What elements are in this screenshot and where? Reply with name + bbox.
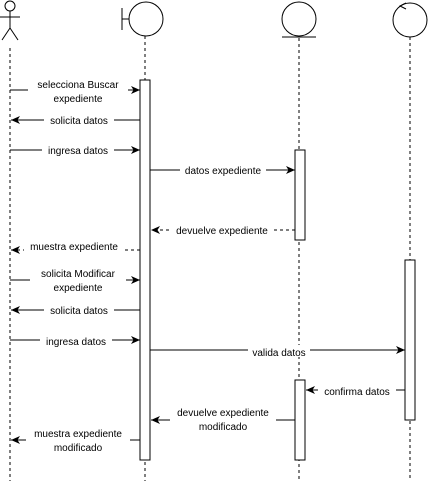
svg-text:expediente: expediente [54, 283, 103, 294]
msg-label-m12: devuelve expediente modificado [170, 405, 276, 433]
msg-label-m6: muestra expediente [24, 241, 124, 253]
control-activation [404, 259, 416, 421]
msg-label-m7: solicita Modificar expediente [30, 267, 126, 294]
svg-text:expediente: expediente [54, 94, 103, 105]
entity-icon [281, 1, 317, 38]
msg-label-m2: solicita datos [44, 114, 114, 127]
svg-text:selecciona Buscar: selecciona Buscar [37, 80, 119, 91]
msg-label-m13: muestra expediente modificado [26, 426, 130, 454]
svg-text:solicita datos: solicita datos [50, 116, 108, 127]
msg-label-m3: ingresa datos [42, 144, 114, 157]
entity-activation-1 [294, 149, 306, 241]
svg-text:confirma datos: confirma datos [324, 387, 390, 398]
svg-text:ingresa datos: ingresa datos [46, 337, 106, 348]
svg-text:solicita datos: solicita datos [50, 306, 108, 317]
msg-label-m10: valida datos [248, 345, 310, 359]
boundary-activation [139, 79, 151, 461]
msg-label-m9: ingresa datos [40, 334, 112, 348]
svg-text:muestra expediente: muestra expediente [34, 429, 122, 440]
msg-label-m5: devuelve expediente [170, 224, 274, 237]
boundary-icon [121, 1, 164, 37]
msg-label-m4: datos expediente [180, 164, 266, 177]
msg-label-m8: solicita datos [44, 304, 114, 317]
actor-icon [0, 0, 20, 41]
svg-text:devuelve expediente: devuelve expediente [176, 226, 268, 237]
svg-text:valida datos: valida datos [252, 348, 305, 359]
entity-activation-2 [294, 379, 306, 461]
svg-text:datos expediente: datos expediente [185, 166, 262, 177]
svg-text:modificado: modificado [199, 422, 248, 433]
msg-label-m1: selecciona Buscar expediente [28, 78, 128, 105]
svg-text:muestra expediente: muestra expediente [30, 242, 118, 253]
svg-text:modificado: modificado [54, 443, 103, 454]
msg-label-m11: confirma datos [318, 384, 396, 398]
svg-text:solicita Modificar: solicita Modificar [41, 269, 116, 280]
svg-text:devuelve expediente: devuelve expediente [177, 408, 269, 419]
svg-text:ingresa datos: ingresa datos [48, 146, 108, 157]
control-icon [392, 2, 428, 38]
